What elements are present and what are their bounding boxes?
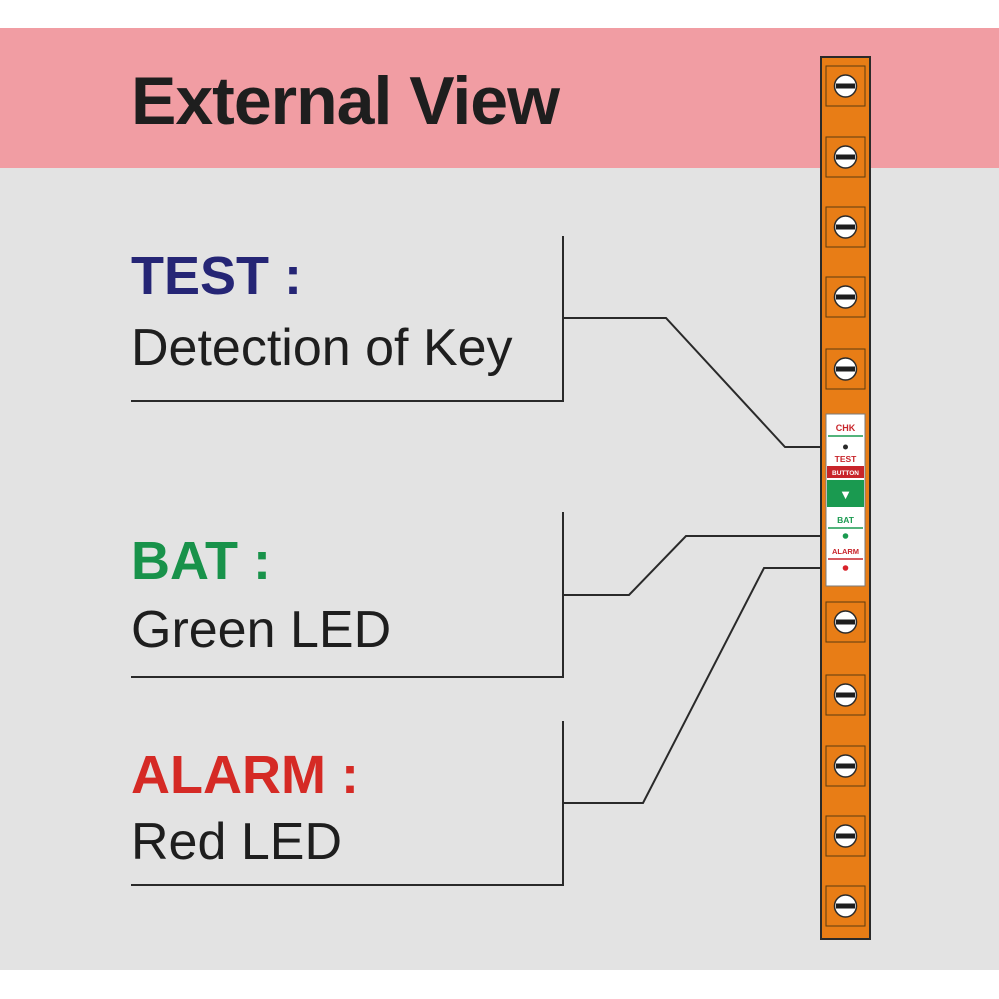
test-button-arrow-icon: [827, 480, 864, 507]
arrow-glyph: ▼: [839, 487, 852, 502]
screw-terminal-icon: [825, 276, 866, 318]
screw-terminal-icon: [825, 745, 866, 787]
screw-terminal-icon: [825, 601, 866, 643]
screw-terminal-icon: [825, 206, 866, 248]
test-label-heading: TEST :: [131, 246, 302, 306]
test-label: TEST: [835, 454, 858, 464]
test-point-icon: [843, 444, 848, 450]
test-bracket-line: [131, 236, 564, 402]
screw-terminal-icon: [825, 885, 866, 927]
screw-terminal-icon: [825, 136, 866, 178]
screw-terminal-icon: [825, 348, 866, 390]
screw-terminal-icon: [825, 674, 866, 716]
red-led-icon: [842, 565, 849, 571]
test-label-description: Detection of Key: [131, 319, 513, 377]
alarm-bracket-line: [131, 721, 564, 886]
alarm-label: ALARM: [832, 547, 859, 556]
bat-label-heading: BAT :: [131, 531, 271, 591]
screw-terminal-icon: [825, 65, 866, 107]
green-led-icon: [842, 533, 849, 539]
alarm-label-description: Red LED: [131, 813, 342, 871]
chk-label: CHK: [836, 423, 856, 433]
bat-label: BAT: [837, 515, 855, 525]
indicator-panel: CHK TEST BUTTON ▼ BAT ALARM: [825, 413, 866, 587]
page-title: External View: [131, 63, 560, 139]
bat-leader-line: [563, 535, 830, 596]
bat-label-description: Green LED: [131, 601, 392, 659]
alarm-label-heading: ALARM :: [131, 745, 359, 805]
screw-terminal-icon: [825, 815, 866, 857]
bat-bracket-line: [131, 512, 564, 678]
button-label: BUTTON: [832, 470, 859, 477]
alarm-leader-line: [563, 567, 830, 804]
test-leader-line: [563, 317, 830, 448]
